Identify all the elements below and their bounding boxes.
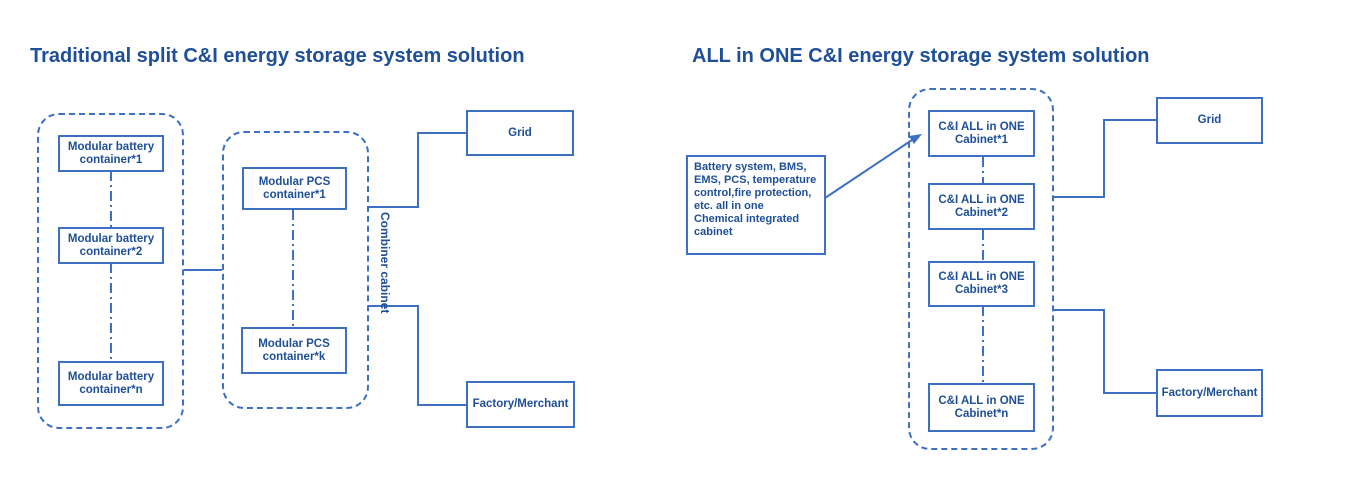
- integration-description-box: Battery system, BMS, EMS, PCS, temperatu…: [686, 155, 826, 255]
- all-in-one-group: [908, 88, 1054, 450]
- description-arrow-line: [824, 139, 913, 199]
- cabinet-1: C&I ALL in ONE Cabinet*1: [928, 110, 1035, 157]
- description-arrow-head: [909, 134, 922, 144]
- group-to-factory-line: [1054, 309, 1157, 394]
- left-factory-box: Factory/Merchant: [466, 381, 575, 428]
- battery-container-n: Modular battery container*n: [58, 361, 164, 406]
- cabinet-n: C&I ALL in ONE Cabinet*n: [928, 383, 1035, 432]
- group-to-grid-line: [1054, 119, 1157, 198]
- battery-container-1: Modular battery container*1: [58, 135, 164, 172]
- pcs-group: [222, 131, 369, 409]
- pcs-container-k: Modular PCS container*k: [241, 327, 347, 374]
- cabinet-2: C&I ALL in ONE Cabinet*2: [928, 183, 1035, 230]
- right-factory-box: Factory/Merchant: [1156, 369, 1263, 417]
- battery-container-2: Modular battery container*2: [58, 227, 164, 264]
- battery-group: [37, 113, 184, 429]
- left-title: Traditional split C&I energy storage sys…: [30, 45, 525, 67]
- cabinet-3: C&I ALL in ONE Cabinet*3: [928, 261, 1035, 307]
- combiner-to-grid-line: [368, 132, 466, 208]
- left-grid-box: Grid: [466, 110, 574, 156]
- right-title: ALL in ONE C&I energy storage system sol…: [692, 45, 1150, 67]
- right-grid-box: Grid: [1156, 97, 1263, 144]
- pcs-container-1: Modular PCS container*1: [242, 167, 347, 210]
- combiner-cabinet-label: Combiner cabinet: [378, 212, 392, 314]
- combiner-to-factory-line: [368, 305, 466, 406]
